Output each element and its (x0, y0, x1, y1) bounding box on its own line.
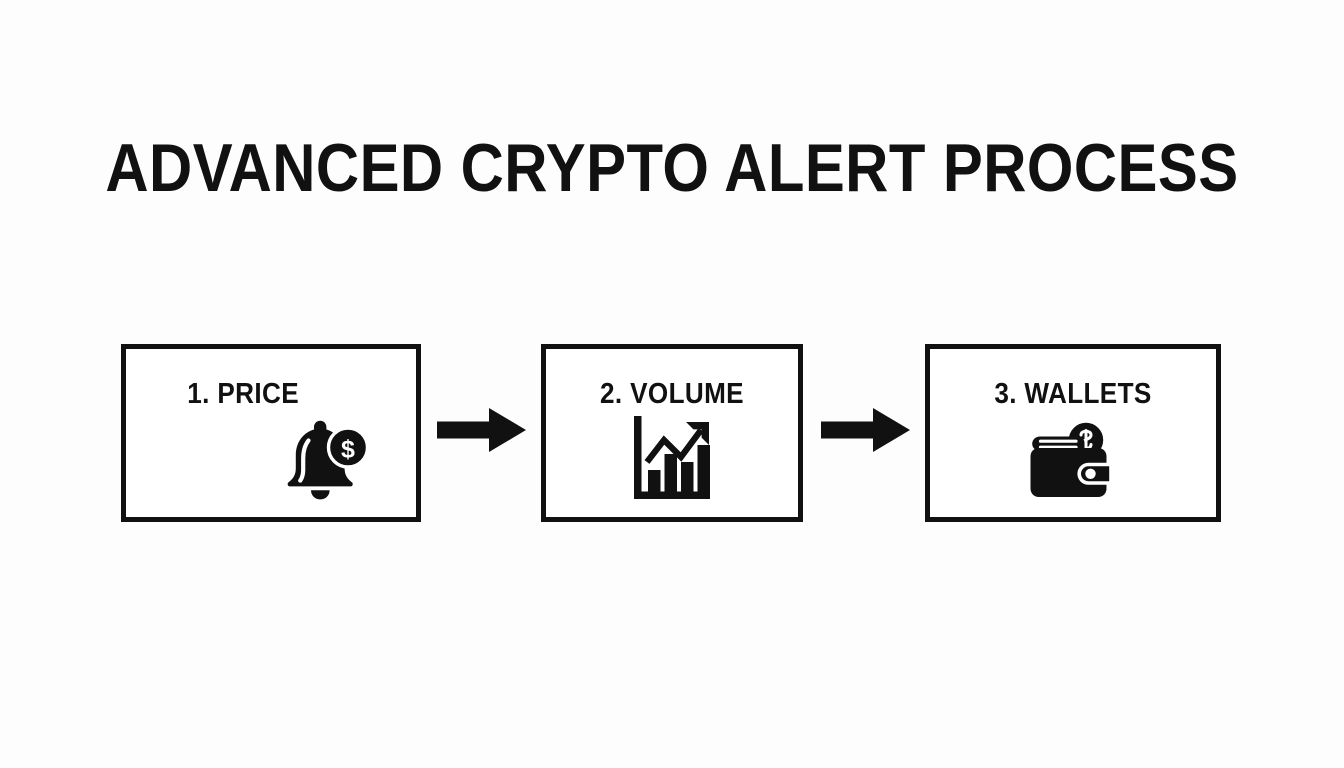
step-label-volume: 2. VOLUME (600, 378, 744, 410)
svg-text:$: $ (341, 435, 355, 463)
process-flow: 1. PRICE $ (121, 344, 1221, 522)
page-title: ADVANCED CRYPTO ALERT PROCESS (105, 130, 1239, 206)
wallet-coin-icon (1028, 419, 1118, 505)
step-box-volume[interactable]: 2. VOLUME (541, 344, 803, 522)
step-label-price: 1. PRICE (187, 378, 299, 410)
step-label-wallets: 3. WALLETS (994, 378, 1152, 410)
arrow-right-icon (821, 408, 911, 458)
step-box-price[interactable]: 1. PRICE $ (121, 344, 421, 522)
connector-1 (437, 406, 527, 459)
bell-dollar-icon: $ (281, 420, 370, 505)
step-icon-price-wrap: $ (126, 420, 416, 505)
step-icon-wallets-wrap (930, 419, 1216, 505)
bar-chart-trend-up-icon (631, 416, 713, 507)
arrow-right-icon (437, 408, 527, 458)
connector-2 (821, 406, 911, 459)
step-icon-volume-wrap (546, 416, 798, 507)
step-box-wallets[interactable]: 3. WALLETS (925, 344, 1221, 522)
